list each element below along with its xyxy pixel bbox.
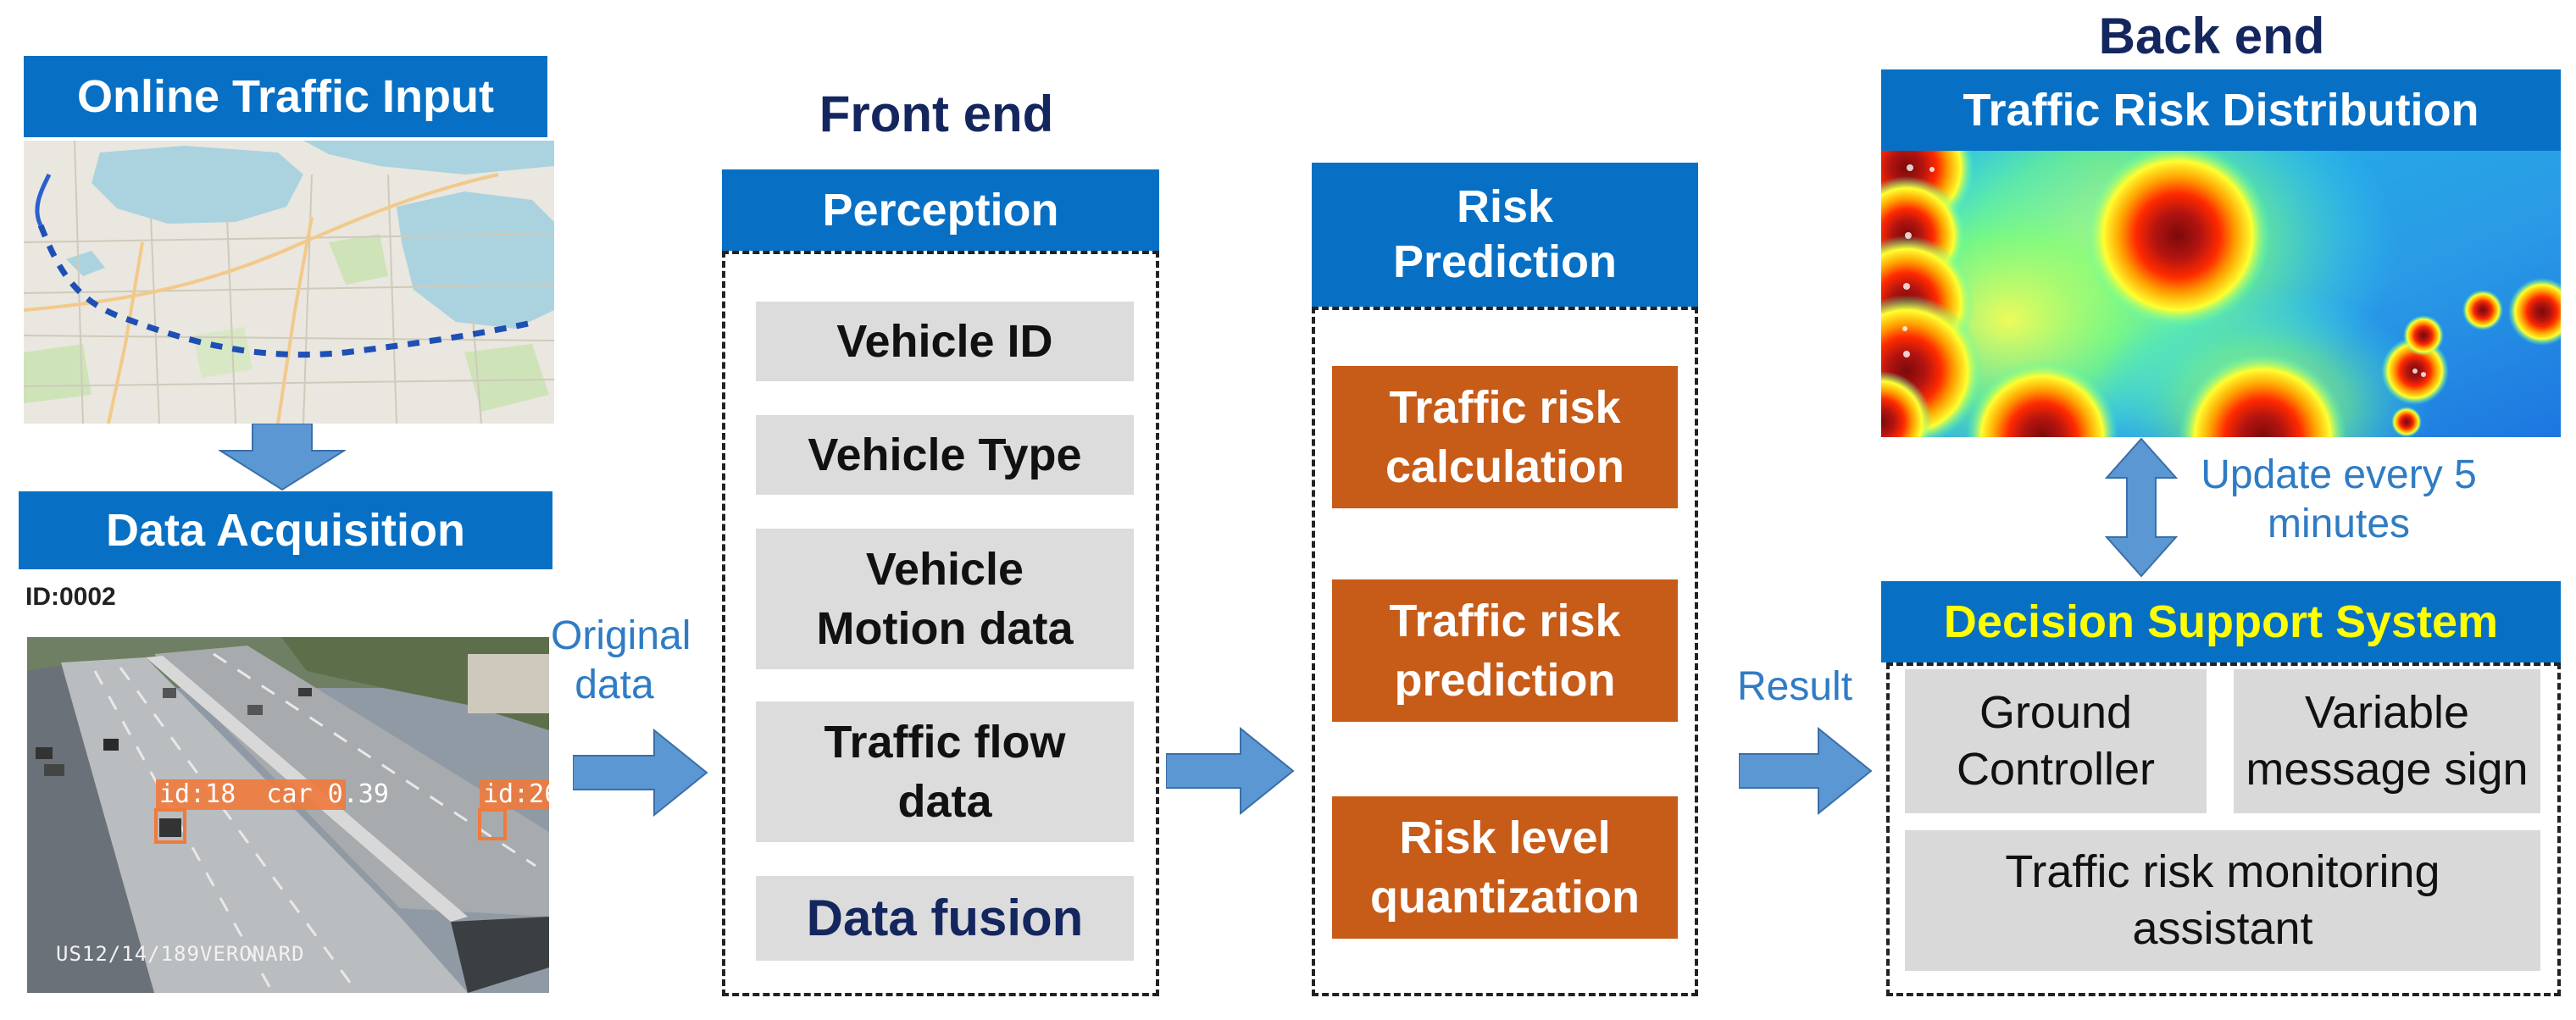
original-data-label: Original data [551,613,691,707]
detection-label-car: id:18 car 0.39 [159,779,389,809]
risk-heatmap-image [1881,151,2561,437]
camera-id-label: ID:0002 [25,583,116,611]
traffic-map-image [24,141,554,424]
right-arrow-icon [1166,727,1295,815]
front-end-title: Front end [819,86,1054,142]
double-arrow-icon [2105,437,2178,578]
traffic-risk-monitoring-assistant-box: Traffic risk monitoring assistant [1905,830,2540,971]
down-arrow-icon [219,424,346,491]
data-fusion-box: Data fusion [756,876,1134,961]
back-end-title: Back end [2098,8,2325,64]
perception-header: Perception [722,169,1159,251]
update-interval-note: Update every 5 minutes [2201,452,2477,546]
data-acquisition-header: Data Acquisition [19,491,552,569]
risk-level-quantization-box: Risk level quantization [1332,796,1678,939]
right-arrow-icon [573,729,708,817]
vehicle-id-box: Vehicle ID [756,302,1134,381]
decision-support-panel [1886,662,2561,996]
risk-prediction-panel [1312,307,1698,996]
vehicle-motion-data-box: Vehicle Motion data [756,529,1134,669]
right-arrow-icon [1739,727,1873,815]
result-label: Result [1736,664,1853,709]
perception-panel [722,251,1159,996]
ground-controller-box: Ground Controller [1905,669,2207,813]
traffic-flow-data-box: Traffic flow data [756,701,1134,842]
traffic-risk-calculation-box: Traffic risk calculation [1332,366,1678,508]
online-traffic-input-header: Online Traffic Input [24,56,547,137]
variable-message-sign-box: Variable message sign [2234,669,2540,813]
risk-prediction-header: Risk Prediction [1312,163,1698,307]
traffic-camera-image [27,637,549,993]
camera-timestamp: US12/14/189VERONARD [56,942,305,966]
traffic-risk-prediction-box: Traffic risk prediction [1332,579,1678,722]
detection-label-2: id:26 [483,779,560,809]
traffic-risk-distribution-header: Traffic Risk Distribution [1881,69,2561,151]
decision-support-system-header: Decision Support System [1881,581,2561,662]
vehicle-type-box: Vehicle Type [756,415,1134,495]
